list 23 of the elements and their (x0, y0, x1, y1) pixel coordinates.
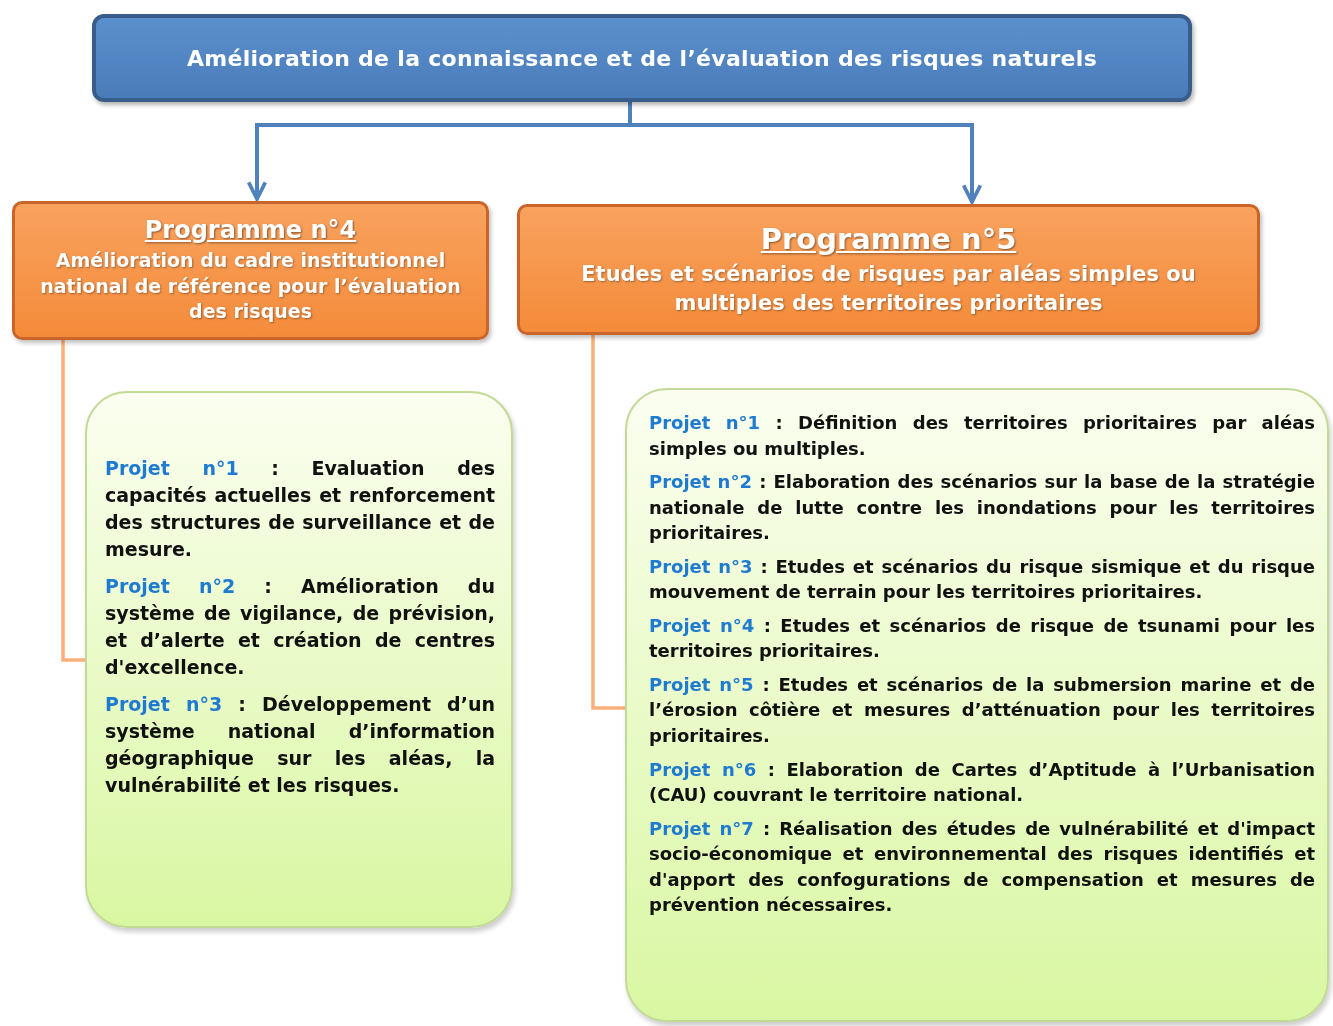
project-description: Projet n°2 : Amélioration du système de vigilance, de prévision, et d’alerte et création de centres d'excellence. (105, 573, 495, 680)
project-description: Projet n°1 : Evaluation des capacités actuelles et renforcement des structures de surveillance et de mesure. (105, 456, 495, 562)
project-panel (625, 388, 1329, 1022)
connector-line (61, 340, 85, 662)
project-panel (85, 391, 513, 928)
title-box (92, 14, 1192, 102)
connector-line (591, 335, 625, 710)
program-description: Amélioration du cadre institutionnel national de référence pour l’évaluation des risques (39, 248, 462, 325)
program-heading: Programme n°4 (144, 216, 357, 245)
program-box (12, 201, 489, 340)
project-description: Projet n°4 : Etudes et scénarios de risque de tsunami pour les territoires prioritaires. (649, 613, 1315, 664)
program-description: Etudes et scénarios de risques par aléas simples ou multiples des territoires prioritaires (580, 261, 1197, 317)
project-description: Projet n°7 : Réalisation des études de vulnérabilité et d'impact socio-économique et environnemental des risques identifiés et d'apport des confogurations de compensation et mesures de prévention nécessaires. (649, 816, 1315, 918)
project-description: Projet n°2 : Elaboration des scénarios sur la base de la stratégie nationale de lutte contre les inondations pour les territoires prioritaires. (649, 470, 1315, 546)
program-box (517, 204, 1260, 335)
arrow (628, 102, 983, 204)
project-description: Projet n°5 : Etudes et scénarios de la submersion marine et de l’érosion côtière et mesures d’atténuation pour les territoires prioritaires. (649, 672, 1315, 748)
project-description: Projet n°3 : Développement d’un système national d’information géographique sur les aléas, la vulnérabilité et les risques. (105, 691, 495, 798)
project-description: Projet n°6 : Elaboration de Cartes d’Aptitude à l’Urbanisation (CAU) couvrant le territoire national. (649, 757, 1315, 808)
project-description: Projet n°1 : Définition des territoires prioritaires par aléas simples ou multiples. (649, 411, 1315, 461)
project-description: Projet n°3 : Etudes et scénarios du risque sismique et du risque mouvement de terrain pour les territoires prioritaires. (649, 554, 1315, 605)
title-text: Amélioration de la connaissance et de l’évaluation des risques naturels (186, 45, 1098, 71)
program-heading: Programme n°5 (760, 222, 1017, 257)
